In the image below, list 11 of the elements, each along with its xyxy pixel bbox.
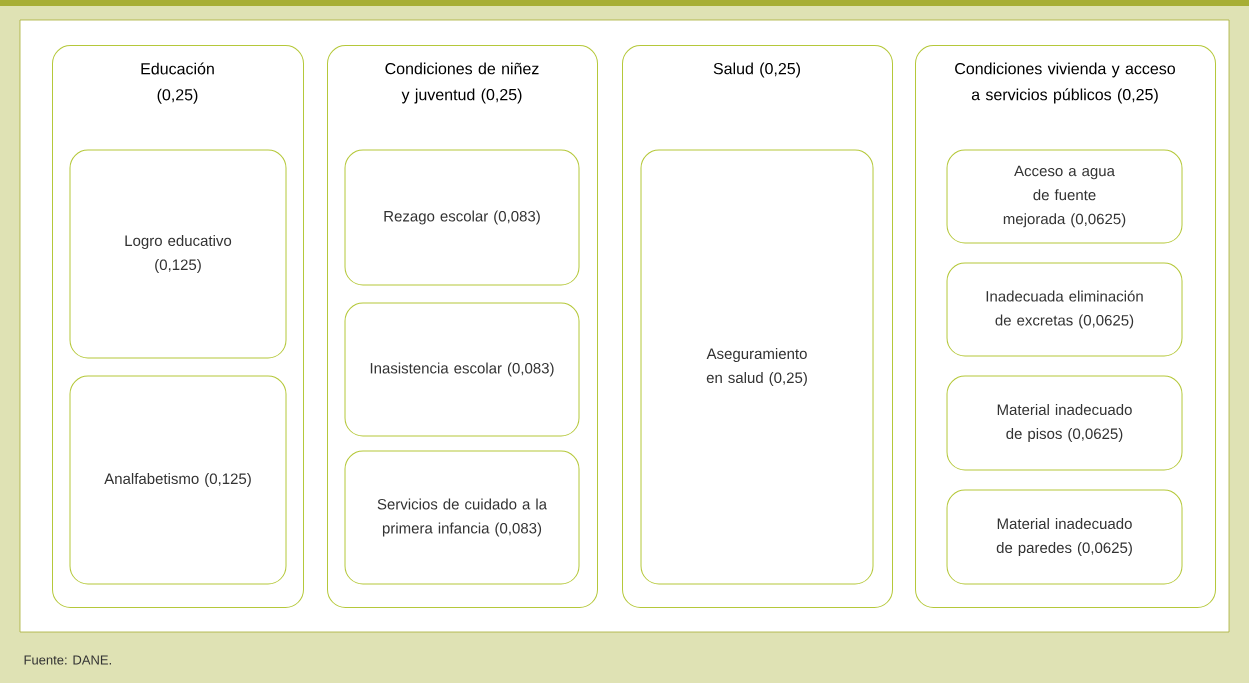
indicator-box: Logro educativo (0,125) [69,149,287,359]
indicator-box: Material inadecuado de pisos (0,0625) [946,375,1183,471]
indicator-box: Acceso a agua de fuente mejorada (0,0625) [946,149,1183,244]
indicator-box: Aseguramiento en salud (0,25) [640,149,874,585]
indicator-box: Material inadecuado de paredes (0,0625) [946,489,1183,585]
indicator-box: Servicios de cuidado a la primera infancia (0,083) [344,450,580,585]
indicator-box: Inasistencia escolar (0,083) [344,302,580,437]
indicator-box: Analfabetismo (0,125) [69,375,287,585]
indicator-box: Rezago escolar (0,083) [344,149,580,286]
indicator-box: Inadecuada eliminación de excretas (0,0625) [946,262,1183,357]
source-note: Fuente: DANE. [24,655,111,665]
